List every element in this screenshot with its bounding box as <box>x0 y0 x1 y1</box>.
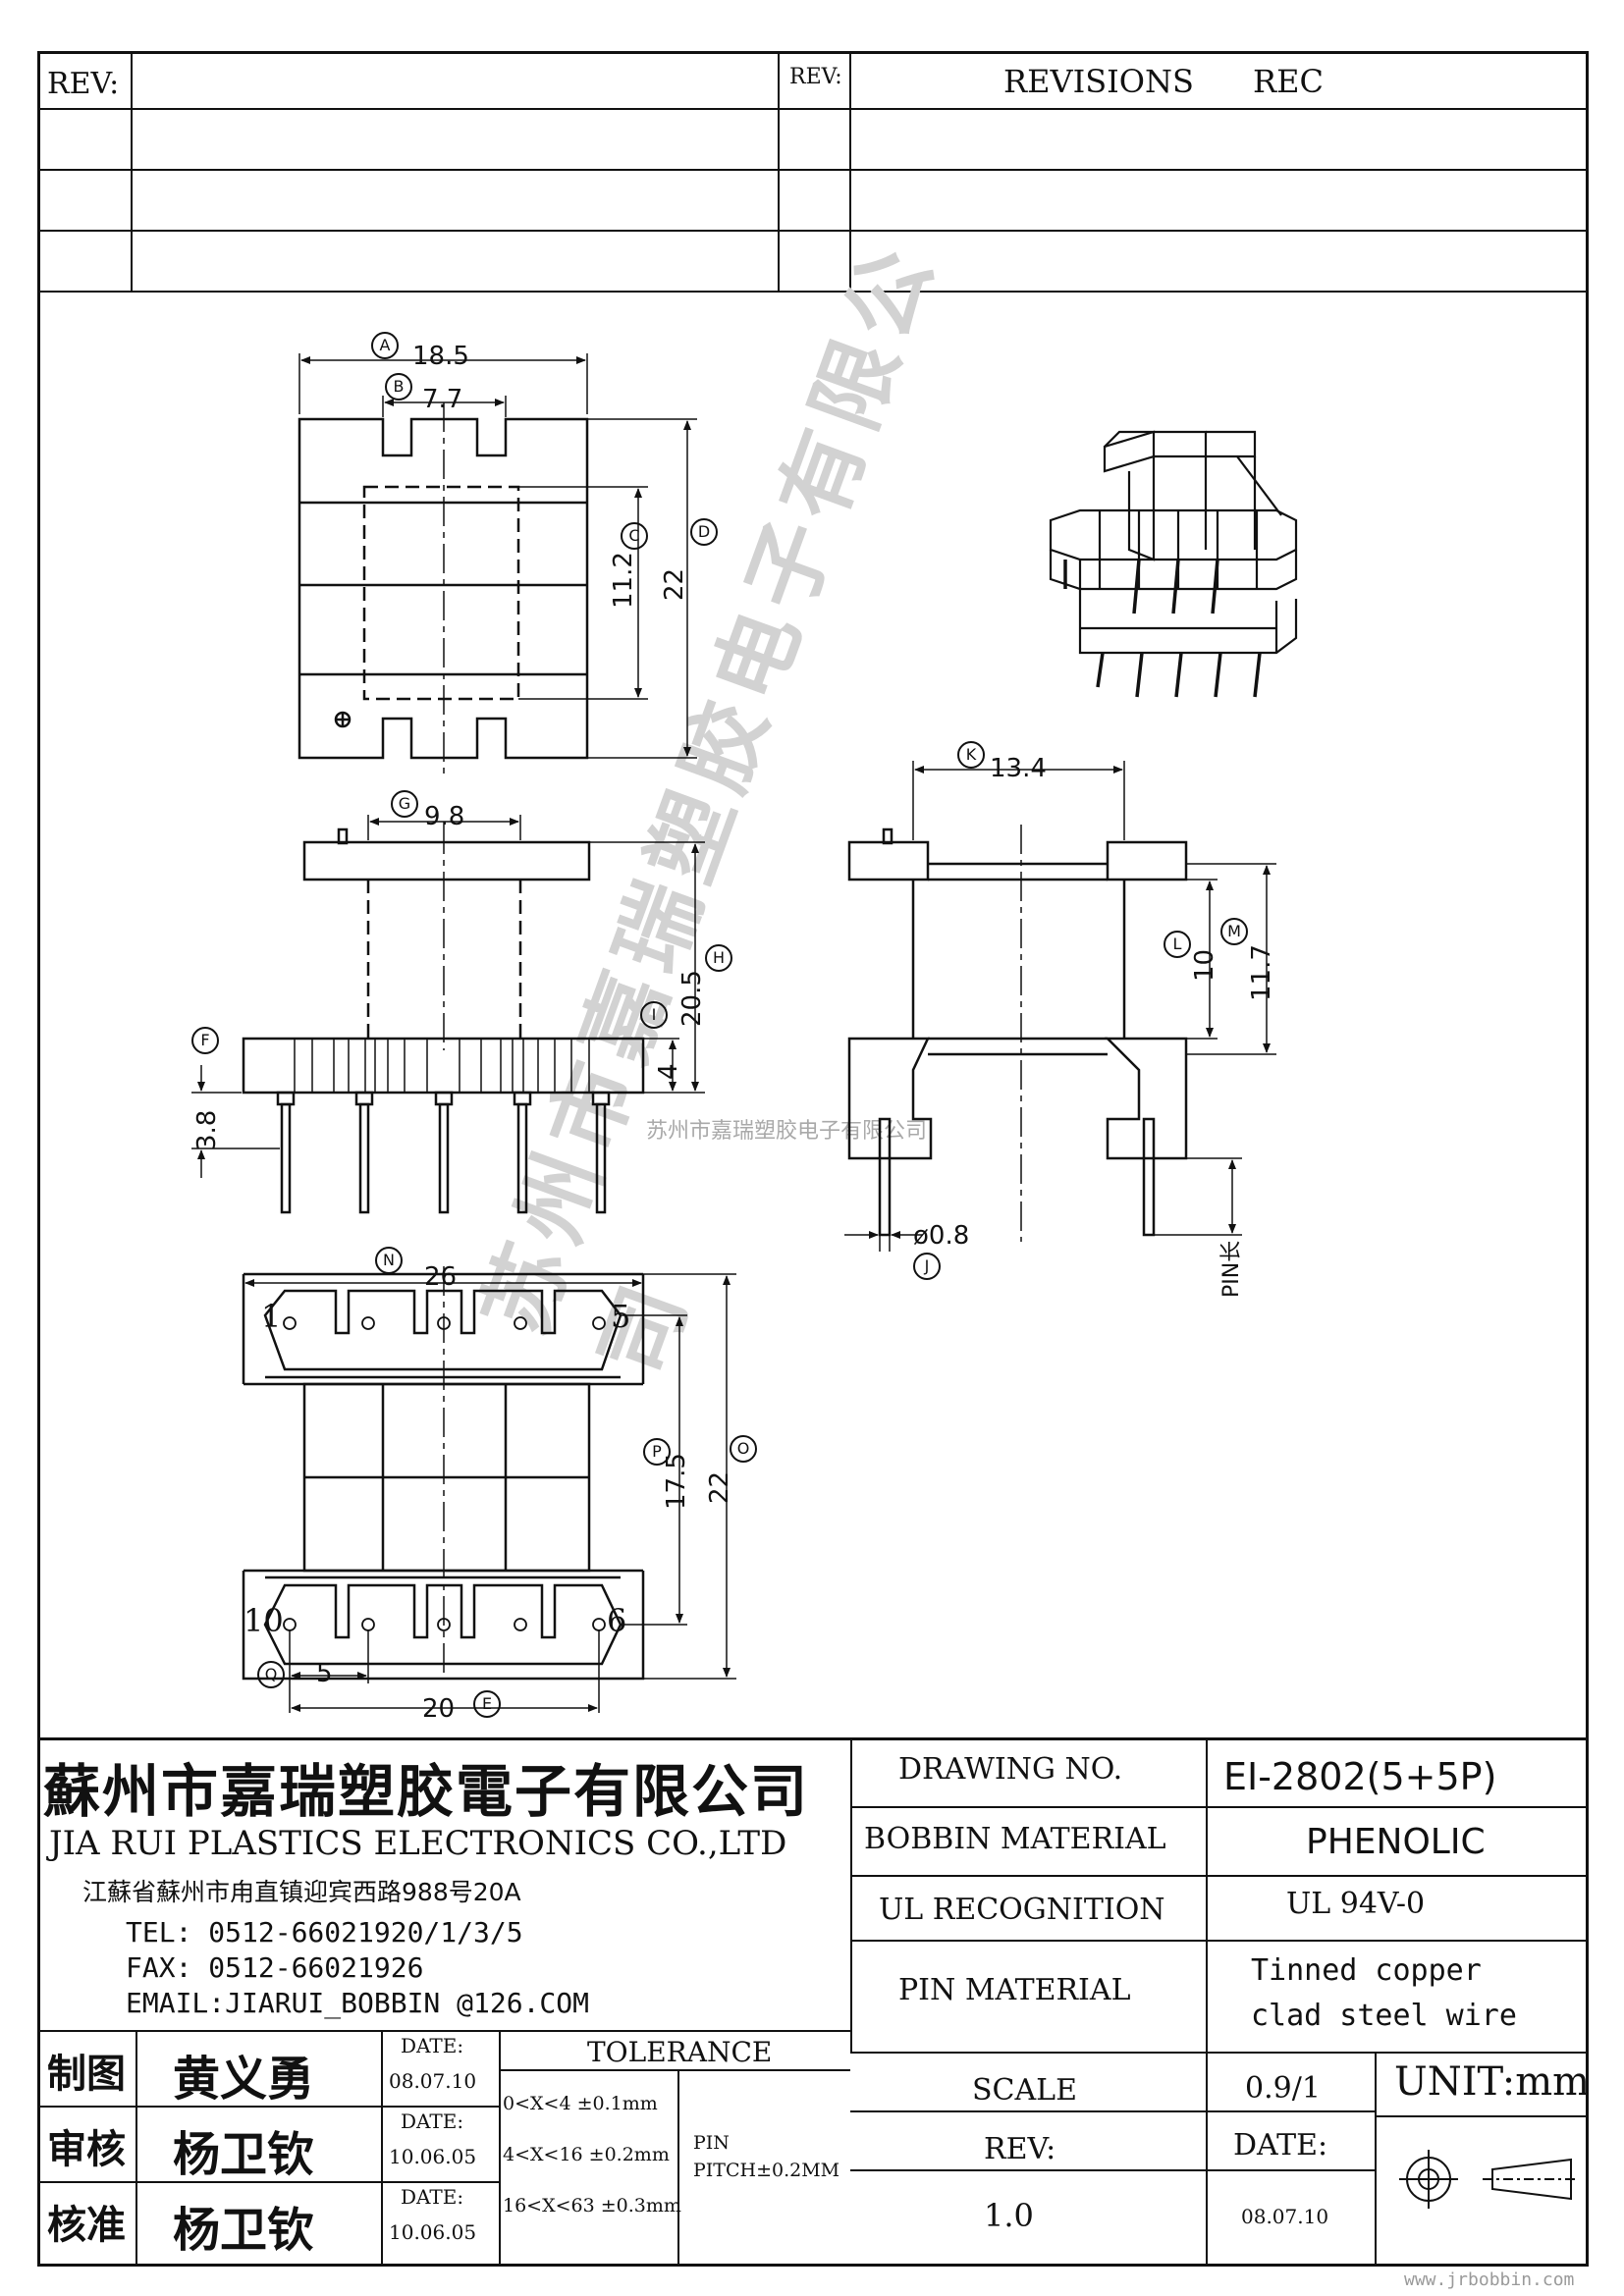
isometric-view <box>1049 430 1298 698</box>
ul-recognition-label: UL RECOGNITION <box>879 1893 1165 1927</box>
dim-C-callout: C <box>621 522 648 550</box>
signoff-date: 10.06.05 <box>389 2220 477 2244</box>
company-address: 江蘇省蘇州市甪直镇迎宾西路988号20A <box>82 1878 521 1906</box>
dim-P-callout: P <box>643 1438 671 1466</box>
dim-D-callout: D <box>690 518 718 546</box>
dim-A-value: 18.5 <box>412 342 469 371</box>
dim-J-callout: J <box>913 1253 941 1280</box>
dim-E-value: 20 <box>422 1694 456 1724</box>
projection-symbol-icon <box>1399 2150 1579 2209</box>
dim-G-value: 9.8 <box>424 802 465 831</box>
signoff-role: 制图 <box>47 2052 126 2097</box>
unit-label: UNIT:mm <box>1394 2059 1591 2105</box>
revisions-label: REVISIONS <box>1003 63 1194 100</box>
dim-N-callout: N <box>375 1247 403 1274</box>
tolerance-title: TOLERANCE <box>587 2036 773 2068</box>
dim-M-callout: M <box>1220 918 1248 945</box>
scale-value: 0.9/1 <box>1245 2071 1321 2106</box>
site-watermark: www.jrbobbin.com <box>1404 2269 1575 2290</box>
pin-material-line1: Tinned copper <box>1251 1953 1482 1988</box>
dim-K-callout: K <box>957 741 985 769</box>
rev-label-left: REV: <box>47 67 120 101</box>
drawing-no-value: EI-2802(5+5P) <box>1223 1755 1497 1798</box>
pin-6-label: 6 <box>607 1602 627 1639</box>
dim-B-callout: B <box>385 373 412 400</box>
pin-10-label: 10 <box>244 1602 284 1639</box>
signoff-date-label: DATE: <box>401 2034 464 2057</box>
dim-D-value: 22 <box>660 567 689 601</box>
dim-O-value: 22 <box>705 1470 734 1504</box>
signoff-name: 杨卫钦 <box>173 2203 315 2258</box>
dim-B-value: 7.7 <box>422 385 463 414</box>
rev-label: REV: <box>984 2132 1056 2166</box>
dim-E-callout: E <box>473 1690 501 1718</box>
ul-recognition-value: UL 94V-0 <box>1286 1887 1426 1921</box>
dim-H-value: 20.5 <box>677 970 707 1027</box>
date-value: 08.07.10 <box>1241 2205 1329 2228</box>
drawing-no-label: DRAWING NO. <box>898 1752 1123 1787</box>
dim-C-value: 11.2 <box>609 552 638 609</box>
rev-value: 1.0 <box>984 2197 1034 2234</box>
pin-pitch-value: PITCH±0.2MM <box>693 2160 840 2181</box>
dim-P-value: 17.5 <box>662 1453 691 1510</box>
pin-pitch-label: PIN <box>693 2132 730 2154</box>
bobbin-material-label: BOBBIN MATERIAL <box>864 1822 1166 1856</box>
pin-1-label: 1 <box>261 1298 282 1335</box>
dim-Q-value: 5 <box>316 1659 333 1688</box>
company-name-en: JIA RUI PLASTICS ELECTRONICS CO.,LTD <box>49 1824 787 1863</box>
signoff-date-label: DATE: <box>401 2185 464 2209</box>
signoff-name: 杨卫钦 <box>173 2127 315 2182</box>
tolerance-line-1: 0<X<4 ±0.1mm <box>503 2093 658 2114</box>
signoff-role: 核准 <box>47 2203 126 2248</box>
dim-I-value: 4 <box>654 1063 683 1080</box>
date-label: DATE: <box>1233 2128 1328 2163</box>
bobbin-material-value: PHENOLIC <box>1306 1822 1486 1862</box>
technical-drawings <box>191 353 1298 1713</box>
dim-O-callout: O <box>730 1435 757 1463</box>
signoff-date-label: DATE: <box>401 2109 464 2133</box>
tolerance-line-2: 4<X<16 ±0.2mm <box>503 2144 670 2165</box>
dim-L-value: 10 <box>1190 948 1219 982</box>
dim-I-callout: I <box>640 1001 668 1029</box>
side-view <box>844 761 1276 1252</box>
dim-F-value: 3.8 <box>192 1109 222 1150</box>
drawing-frame <box>37 51 1589 2267</box>
company-name-cn: 蘇州市嘉瑞塑胶電子有限公司 <box>43 1758 810 1825</box>
company-fax: FAX: 0512-66021926 <box>126 1951 424 1984</box>
front-view <box>191 815 705 1214</box>
dim-L-callout: L <box>1164 931 1191 958</box>
pin-material-line2: clad steel wire <box>1251 1999 1517 2033</box>
dim-H-callout: H <box>705 944 732 972</box>
signoff-date: 08.07.10 <box>389 2069 477 2093</box>
dim-Q-callout: Q <box>257 1661 285 1688</box>
company-tel: TEL: 0512-66021920/1/3/5 <box>126 1916 523 1949</box>
dim-G-callout: G <box>391 790 418 818</box>
bottom-view <box>242 1266 736 1713</box>
dim-M-value: 11.7 <box>1247 944 1276 1001</box>
dim-A-callout: A <box>371 332 399 359</box>
company-email: EMAIL:JIARUI_BOBBIN @126.COM <box>126 1987 590 2019</box>
pin-length-label: PIN长 <box>1219 1240 1244 1298</box>
top-view <box>298 353 697 775</box>
dim-K-value: 13.4 <box>990 754 1047 783</box>
dim-N-value: 26 <box>424 1262 458 1292</box>
signoff-date: 10.06.05 <box>389 2145 477 2168</box>
scale-label: SCALE <box>972 2073 1077 2108</box>
dim-F-callout: F <box>191 1027 219 1054</box>
tolerance-line-3: 16<X<63 ±0.3mm <box>503 2195 681 2216</box>
rev-label-right: REV: <box>789 65 842 89</box>
signoff-name: 黄义勇 <box>173 2052 315 2107</box>
pin-5-label: 5 <box>611 1298 631 1335</box>
dim-J-value: ø0.8 <box>913 1221 970 1251</box>
signoff-role: 审核 <box>47 2127 126 2172</box>
pin-material-label: PIN MATERIAL <box>898 1973 1131 2007</box>
rec-label: REC <box>1253 63 1324 100</box>
